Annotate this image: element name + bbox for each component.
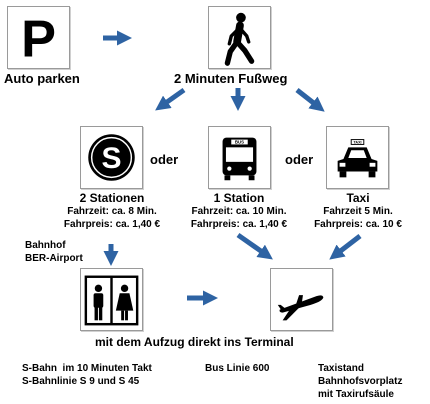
footer-sbahn-line-2: S-Bahnlinie S 9 und S 45 bbox=[22, 376, 140, 387]
sbahn-time: Fahrzeit: ca. 8 Min. bbox=[67, 206, 157, 217]
footer-bus: Bus Linie 600 bbox=[205, 362, 269, 375]
station-line-2: BER-Airport bbox=[25, 253, 83, 264]
terminal-box bbox=[270, 268, 333, 331]
taxi-time: Fahrzeit 5 Min. bbox=[323, 206, 393, 217]
parking-box: P bbox=[7, 6, 70, 69]
bus-info: 1 Station Fahrzeit: ca. 10 Min. Fahrprei… bbox=[182, 192, 296, 231]
bus-time: Fahrzeit: ca. 10 Min. bbox=[191, 206, 287, 217]
taxi-info: Taxi Fahrzeit 5 Min. Fahrpreis: ca. 10 € bbox=[301, 192, 415, 231]
pedestrian-icon bbox=[224, 12, 255, 66]
station-label: Bahnhof BER-Airport bbox=[25, 239, 83, 265]
parking-glyph: P bbox=[21, 10, 56, 68]
airplane-icon bbox=[277, 295, 324, 321]
arrow-bus-to-terminal bbox=[236, 232, 273, 260]
arrow-walk-to-sbahn bbox=[155, 87, 186, 111]
s-bahn-logo-icon: S bbox=[88, 134, 135, 181]
s-bahn-glyph: S bbox=[101, 142, 121, 175]
footer-taxi-line-1: Taxistand bbox=[318, 363, 364, 374]
sbahn-price: Fahrpreis: ca. 1,40 € bbox=[63, 219, 161, 230]
taxi-price: Fahrpreis: ca. 10 € bbox=[314, 219, 402, 230]
or-label-1: oder bbox=[150, 152, 179, 167]
bus-icon: BUS bbox=[222, 137, 257, 181]
bus-box: BUS bbox=[208, 126, 271, 189]
station-line-1: Bahnhof bbox=[25, 240, 66, 251]
bus-title: 1 Station bbox=[213, 191, 265, 205]
footer-sbahn-line-1: S-Bahn im 10 Minuten Takt bbox=[22, 363, 152, 374]
elevator-label: mit dem Aufzug direkt ins Terminal bbox=[95, 335, 294, 349]
taxi-icon: TAXI bbox=[337, 139, 378, 178]
walk-box bbox=[208, 6, 271, 69]
sbahn-info: 2 Stationen Fahrzeit: ca. 8 Min. Fahrpre… bbox=[55, 192, 169, 231]
or-label-2: oder bbox=[285, 152, 314, 167]
footer-sbahn: S-Bahn im 10 Minuten Takt S-Bahnlinie S … bbox=[22, 362, 152, 388]
walk-label: 2 Minuten Fußweg bbox=[174, 71, 288, 86]
bus-price: Fahrpreis: ca. 1,40 € bbox=[190, 219, 288, 230]
sbahn-box: S bbox=[80, 126, 143, 189]
arrow-walk-to-taxi bbox=[295, 88, 325, 112]
sbahn-title: 2 Stationen bbox=[79, 191, 145, 205]
parking-sign-icon: P bbox=[21, 10, 56, 68]
taxi-sign-text: TAXI bbox=[353, 141, 361, 145]
footer-taxi: Taxistand Bahnhofsvorplatz mit Taxirufsä… bbox=[318, 362, 402, 401]
elevator-box bbox=[80, 268, 143, 331]
bus-sign-text: BUS bbox=[235, 140, 244, 145]
elevator-icon bbox=[84, 275, 139, 326]
footer-taxi-line-2: Bahnhofsvorplatz bbox=[318, 376, 403, 387]
taxi-box: TAXI bbox=[326, 126, 389, 189]
taxi-title: Taxi bbox=[346, 191, 370, 205]
footer-taxi-line-3: mit Taxirufsäule bbox=[318, 389, 394, 400]
footer-bus-line-1: Bus Linie 600 bbox=[205, 363, 270, 374]
arrow-taxi-to-terminal bbox=[329, 234, 362, 260]
park-label: Auto parken bbox=[4, 71, 80, 86]
